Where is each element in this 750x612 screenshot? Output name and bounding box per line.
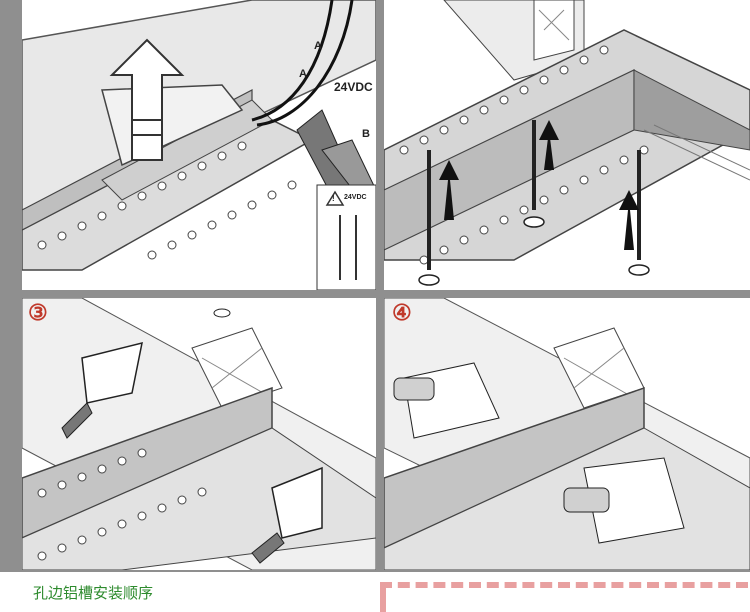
panel-4-sanding: ④ [384,298,750,570]
panel-1-wiring: A A 24VDC B ! 24VDC [22,0,376,290]
voltage-label: 24VDC [334,80,373,94]
panel-1-drawing [22,0,376,290]
marker-a-1: A [314,40,322,52]
marker-a-2: A [299,68,307,80]
step-number-3: ③ [28,300,48,326]
panel-3-plastering: ③ [22,298,376,570]
warning-voltage-label: 24VDC [344,194,367,201]
panel-4-drawing [384,298,750,570]
marker-b: B [362,128,370,140]
step-number-4: ④ [392,300,412,326]
warning-symbol: ! [332,194,335,203]
panel-grid-frame: A A 24VDC B ! 24VDC [0,0,750,572]
panel-3-drawing [22,298,376,570]
panel-2-drawing [384,0,750,286]
dashed-border-box [380,582,748,612]
panel-2-screwing [384,0,750,290]
caption: 孔边铝槽安装顺序 [33,584,154,602]
